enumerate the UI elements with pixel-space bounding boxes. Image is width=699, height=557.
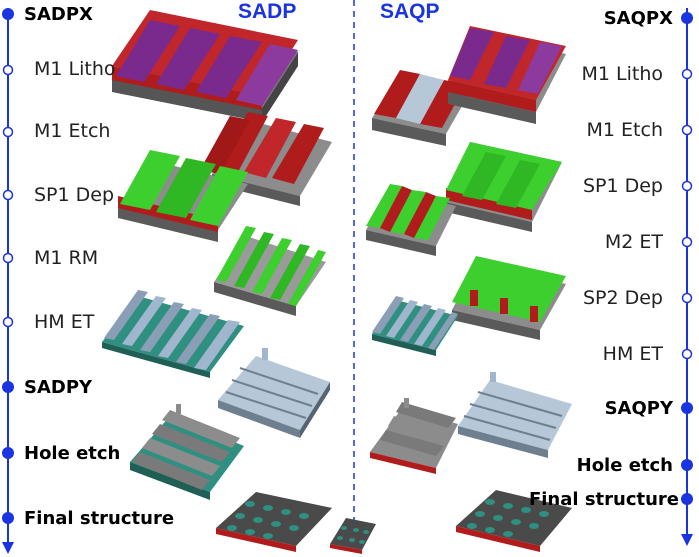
step-dot bbox=[2, 64, 14, 76]
milestone-dot bbox=[2, 381, 14, 393]
saqp-step-label: SAQPY bbox=[604, 398, 673, 419]
sadp-step-label: M1 Litho bbox=[34, 58, 116, 80]
saqp-step-label: SAQPX bbox=[603, 8, 673, 29]
sadp-step-label: M1 RM bbox=[34, 247, 99, 269]
step-dot bbox=[2, 126, 14, 138]
sadp-step-label: SADPX bbox=[24, 4, 93, 25]
saqp-step-label: HM ET bbox=[602, 343, 663, 365]
step-dot bbox=[681, 348, 693, 360]
milestone-dot bbox=[2, 8, 14, 20]
step-dot bbox=[2, 252, 14, 264]
step-dot bbox=[681, 292, 693, 304]
milestone-dot bbox=[681, 459, 693, 471]
sadp-step-label: SP1 Dep bbox=[34, 184, 115, 206]
saqpy-structure bbox=[458, 372, 572, 458]
sadp-m1-rm-structure bbox=[214, 226, 326, 316]
sadp-hm-et-structure bbox=[102, 290, 244, 378]
sadp-step-label: Hole etch bbox=[24, 443, 121, 464]
saqp-step-label: M2 ET bbox=[604, 231, 663, 253]
saqp-m1-etch-structure bbox=[366, 184, 456, 256]
step-dot bbox=[681, 180, 693, 192]
saqp-step-label: Hole etch bbox=[576, 455, 673, 476]
sadp-m1-litho-structure bbox=[112, 10, 298, 122]
saqp-m1-litho-structure-b bbox=[448, 26, 566, 124]
sadp-timeline bbox=[2, 8, 14, 554]
saqp-sp1-dep-structure bbox=[446, 142, 562, 232]
step-dot bbox=[2, 189, 14, 201]
milestone-dot bbox=[681, 12, 693, 24]
sadp-title: SADP bbox=[238, 0, 297, 23]
sadp-sp1-dep-structure bbox=[118, 150, 248, 242]
saqp-hole-etch-structure bbox=[370, 398, 458, 474]
saqp-step-label: Final structure bbox=[528, 489, 679, 510]
sadp-step-label: HM ET bbox=[34, 311, 95, 333]
saqp-step-label: SP1 Dep bbox=[582, 175, 663, 197]
sadp-step-label: M1 Etch bbox=[34, 120, 111, 142]
sadp-hole-etch-structure bbox=[130, 404, 244, 500]
sadp-step-label: SADPY bbox=[24, 377, 93, 398]
saqp-step-label: SP2 Dep bbox=[582, 287, 663, 309]
step-dot bbox=[681, 68, 693, 80]
saqp-title: SAQP bbox=[380, 0, 440, 23]
sadp-step-label: Final structure bbox=[24, 508, 175, 529]
sadp-final-structure bbox=[216, 492, 332, 552]
saqp-m1-litho-structure-a bbox=[372, 70, 470, 146]
saqp-timeline bbox=[681, 8, 693, 546]
saqp-final-structure bbox=[456, 490, 572, 552]
saqp-step-label: M1 Etch bbox=[586, 119, 663, 141]
saqp-sp2-dep-structure bbox=[452, 256, 566, 340]
milestone-dot bbox=[681, 402, 693, 414]
saqp-hm-et-structure bbox=[372, 296, 458, 356]
milestone-dot bbox=[681, 493, 693, 505]
milestone-dot bbox=[2, 512, 14, 524]
step-dot bbox=[681, 124, 693, 136]
sadpy-structure bbox=[218, 348, 330, 438]
center-final-structure bbox=[330, 518, 376, 554]
step-dot bbox=[2, 316, 14, 328]
saqp-step-label: M1 Litho bbox=[581, 63, 663, 85]
milestone-dot bbox=[2, 447, 14, 459]
step-dot bbox=[681, 236, 693, 248]
